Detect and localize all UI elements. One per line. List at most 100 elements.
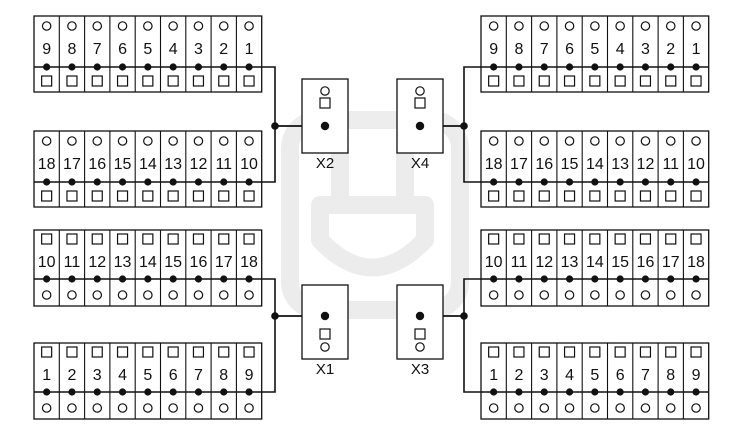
terminal-number: 18 (687, 254, 705, 271)
terminal-hole-circle (514, 21, 524, 31)
terminal-junction-dot (692, 275, 700, 283)
terminal-junction-dot (169, 388, 177, 396)
terminal-screw-square (589, 346, 601, 358)
terminal-hole-circle (590, 290, 600, 300)
terminal-number: 4 (169, 41, 178, 58)
terminal-number: 3 (194, 41, 203, 58)
terminal-screw-square (690, 233, 702, 245)
terminal-screw-square (91, 346, 103, 358)
terminal-screw-square (665, 75, 677, 87)
terminal-junction-dot (93, 63, 101, 71)
terminal-junction-dot (565, 275, 574, 283)
terminal-number: 9 (489, 41, 498, 58)
terminal-junction-dot (144, 63, 152, 71)
terminal-screw-square (142, 346, 154, 358)
terminal-number: 12 (88, 254, 106, 271)
terminal-hole-circle (590, 403, 600, 413)
terminal-junction-dot (692, 388, 700, 396)
terminal-hole-circle (640, 21, 651, 31)
terminal-number: 17 (510, 156, 528, 173)
terminal-number: 15 (164, 254, 182, 271)
terminal-hole-circle (143, 403, 153, 413)
terminal-screw-square (116, 75, 129, 87)
terminal-screw-square (538, 346, 550, 358)
terminal-hole-circle (640, 290, 651, 300)
terminal-junction-dot (194, 63, 203, 71)
terminal-junction-dot (43, 275, 51, 283)
terminal-junction-dot (515, 275, 523, 283)
terminal-hole-circle (143, 21, 153, 31)
terminal-number: 10 (38, 254, 56, 271)
terminal-hole-circle (615, 136, 625, 146)
terminal-hole-circle (615, 403, 625, 413)
terminal-junction-dot (169, 275, 177, 283)
terminal-hole-circle (615, 290, 625, 300)
terminal-screw-square (563, 75, 576, 87)
terminal-screw-square (91, 233, 103, 245)
terminal-hole-circle (590, 21, 600, 31)
terminal-hole-circle (117, 21, 128, 31)
terminal-screw-square (513, 190, 525, 202)
terminal-hole-circle (244, 290, 254, 300)
terminal-screw-square (639, 233, 652, 245)
terminal-screw-square (690, 190, 702, 202)
terminal-screw-square (488, 233, 500, 245)
terminal-junction-dot (591, 388, 599, 396)
terminal-number: 15 (611, 254, 629, 271)
terminal-hole-circle (539, 290, 550, 300)
terminal-junction-dot (490, 63, 498, 71)
terminal-number: 15 (561, 156, 579, 173)
terminal-screw-square (538, 190, 550, 202)
terminal-hole-circle (41, 21, 52, 31)
terminal-number: 3 (641, 41, 650, 58)
terminal-screw-square (218, 75, 230, 87)
terminal-screw-square (218, 346, 230, 358)
terminal-screw-square (513, 75, 525, 87)
terminal-screw-square (614, 75, 626, 87)
terminal-junction-dot (93, 388, 101, 396)
connector-x1: X1 (301, 284, 349, 378)
terminal-number: 6 (169, 367, 178, 384)
terminal-junction-dot (591, 63, 599, 71)
terminal-screw-square (665, 233, 677, 245)
terminal-hole-circle (665, 21, 676, 31)
terminal-hole-circle (117, 290, 128, 300)
connector-label: X2 (316, 155, 334, 172)
terminal-hole-circle (67, 403, 77, 413)
terminal-number: 17 (662, 254, 680, 271)
terminal-hole-circle (539, 136, 550, 146)
terminal-screw-square (66, 75, 78, 87)
terminal-junction-dot (245, 275, 253, 283)
terminal-screw-square (563, 346, 576, 358)
terminal-number: 2 (67, 367, 76, 384)
terminal-hole-circle (92, 290, 103, 300)
terminal-number: 18 (485, 156, 503, 173)
terminal-number: 1 (245, 41, 254, 58)
terminal-number: 8 (514, 41, 523, 58)
terminal-junction-dot (591, 275, 599, 283)
connector-x4: X4 (396, 78, 444, 172)
terminal-junction-dot (692, 178, 700, 186)
terminal-junction-dot (68, 388, 76, 396)
terminal-junction-dot (220, 275, 228, 283)
terminal-screw-square (488, 75, 500, 87)
terminal-junction-dot (245, 178, 253, 186)
connector-screw-square (319, 97, 331, 109)
terminal-junction-dot (220, 178, 228, 186)
terminal-screw-square (563, 190, 576, 202)
terminal-number: 1 (489, 367, 498, 384)
terminal-screw-square (41, 346, 53, 358)
terminal-number: 2 (666, 41, 675, 58)
connector-hole-circle (320, 86, 330, 96)
terminal-junction-dot (194, 388, 203, 396)
terminal-number: 6 (565, 41, 574, 58)
terminal-screw-square (192, 233, 205, 245)
terminal-number: 5 (590, 41, 599, 58)
terminal-junction-dot (245, 63, 253, 71)
terminal-hole-circle (218, 403, 229, 413)
terminal-screw-square (589, 233, 601, 245)
terminal-number: 4 (616, 41, 625, 58)
terminal-screw-square (513, 346, 525, 358)
